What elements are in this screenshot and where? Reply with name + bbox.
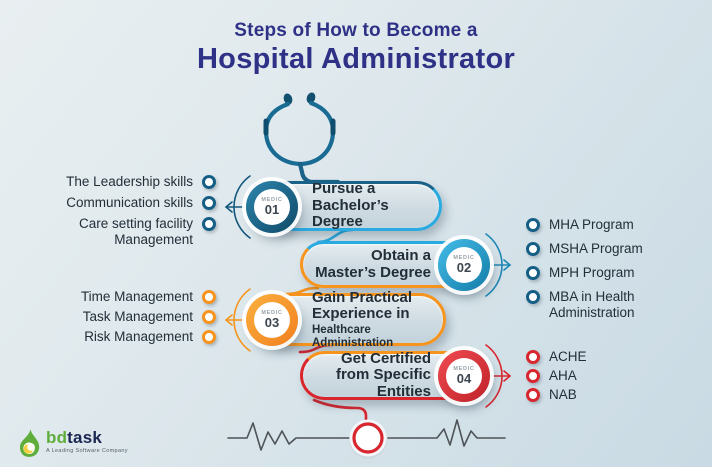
step-2-title-line: Master’s Degree (315, 263, 431, 281)
list-item: NAB (526, 387, 676, 403)
title-line-1: Steps of How to Become a (234, 20, 478, 41)
bullet-icon (526, 350, 540, 364)
step-1-title-line: Bachelor’s Degree (312, 196, 389, 231)
step-4-arrow-icon (485, 344, 512, 408)
step-3-title-line: Healthcare Administration (312, 323, 394, 349)
bullet-icon (202, 330, 216, 344)
list-item: ACHE (526, 349, 676, 365)
step-2-title-line: Obtain a (370, 247, 431, 264)
badge-caption: MEDIC (261, 197, 283, 203)
list-item: Task Management (36, 309, 216, 325)
list-item: MPH Program (526, 265, 676, 281)
list-item-label: MHA Program (549, 217, 634, 232)
step-2-arrow-icon (485, 233, 512, 297)
step-3-title-line: Gain Practical (312, 288, 413, 306)
bullet-icon (202, 217, 216, 231)
step-number: 02 (456, 260, 472, 275)
step-1-arrow-icon (224, 175, 251, 239)
step-3-list: Time Management Task Management Risk Man… (36, 289, 216, 349)
list-item: MHA Program (526, 217, 676, 233)
step-number: 04 (456, 371, 472, 386)
step-3-arrow-icon (224, 288, 251, 352)
list-item: AHA (526, 368, 676, 384)
list-item-label: Time Management (80, 289, 193, 304)
step-1-title-line: Pursue a (312, 180, 376, 198)
badge-caption: MEDIC (261, 310, 283, 316)
list-item: Time Management (36, 289, 216, 305)
bullet-icon (526, 369, 540, 383)
list-item-label: MBA in Health Administration (549, 289, 635, 320)
list-item-label: Care setting facility Management (78, 216, 193, 247)
ekg-pulse-circle (349, 419, 387, 459)
list-item: Risk Management (36, 329, 216, 345)
list-item: Communication skills (36, 195, 216, 211)
step-2-list: MHA Program MSHA Program MPH Program MBA… (526, 217, 676, 329)
step-3-pill: Gain Practical Experience in Healthcare … (262, 288, 446, 349)
list-item: MSHA Program (526, 241, 676, 257)
step-number: 01 (264, 202, 280, 217)
ekg-line (227, 419, 506, 451)
step-1-badge: MEDIC 01 (246, 181, 298, 233)
step-3-badge-inner: MEDIC 03 (254, 302, 290, 338)
list-item-label: NAB (549, 387, 577, 402)
list-item-label: MPH Program (549, 265, 635, 280)
step-4-badge: MEDIC 04 (438, 350, 490, 402)
stethoscope-icon (263, 92, 341, 185)
logo-brand-suffix: task (67, 428, 102, 447)
logo-brand: bdtask (46, 429, 128, 447)
step-2-badge: MEDIC 02 (438, 239, 490, 291)
bullet-icon (202, 175, 216, 189)
bdtask-logo: bdtask A Leading Software Company (19, 429, 128, 458)
step-3-badge: MEDIC 03 (246, 294, 298, 346)
bullet-icon (526, 218, 540, 232)
step-1-badge-inner: MEDIC 01 (254, 189, 290, 225)
list-item-label: MSHA Program (549, 241, 643, 256)
page-title: Steps of How to Become a Hospital Admini… (0, 20, 712, 76)
list-item: Care setting facility Management (36, 216, 216, 248)
list-item: MBA in Health Administration (526, 289, 676, 321)
list-item: The Leadership skills (36, 174, 216, 190)
title-line-2: Hospital Administrator (196, 43, 516, 75)
step-1-list: The Leadership skills Communication skil… (36, 174, 216, 253)
logo-brand-prefix: bd (46, 428, 68, 447)
bullet-icon (202, 196, 216, 210)
logo-tagline: A Leading Software Company (46, 448, 128, 454)
logo-text: bdtask A Leading Software Company (46, 429, 128, 455)
bdtask-leaf-icon (19, 429, 40, 457)
bullet-icon (526, 290, 540, 304)
step-3-title-line: Experience in (312, 305, 410, 322)
badge-caption: MEDIC (453, 366, 475, 372)
step-4-badge-inner: MEDIC 04 (446, 358, 482, 394)
list-item-label: AHA (549, 368, 577, 383)
list-item-label: Task Management (82, 309, 193, 324)
step-number: 03 (264, 315, 280, 330)
step-4-title-line: Get Certified (340, 349, 431, 367)
step-4-list: ACHE AHA NAB (526, 349, 676, 406)
step-2-badge-inner: MEDIC 02 (446, 247, 482, 283)
list-item-label: Communication skills (66, 195, 193, 210)
step-4-title-line: from Specific Entities (335, 366, 431, 400)
step-4-drop-connector (312, 398, 368, 426)
list-item-label: Risk Management (84, 329, 193, 344)
badge-caption: MEDIC (453, 255, 475, 261)
bullet-icon (526, 266, 540, 280)
list-item-label: ACHE (549, 349, 587, 364)
bullet-icon (202, 310, 216, 324)
bullet-icon (202, 290, 216, 304)
list-item-label: The Leadership skills (66, 174, 193, 189)
bullet-icon (526, 242, 540, 256)
bullet-icon (526, 388, 540, 402)
